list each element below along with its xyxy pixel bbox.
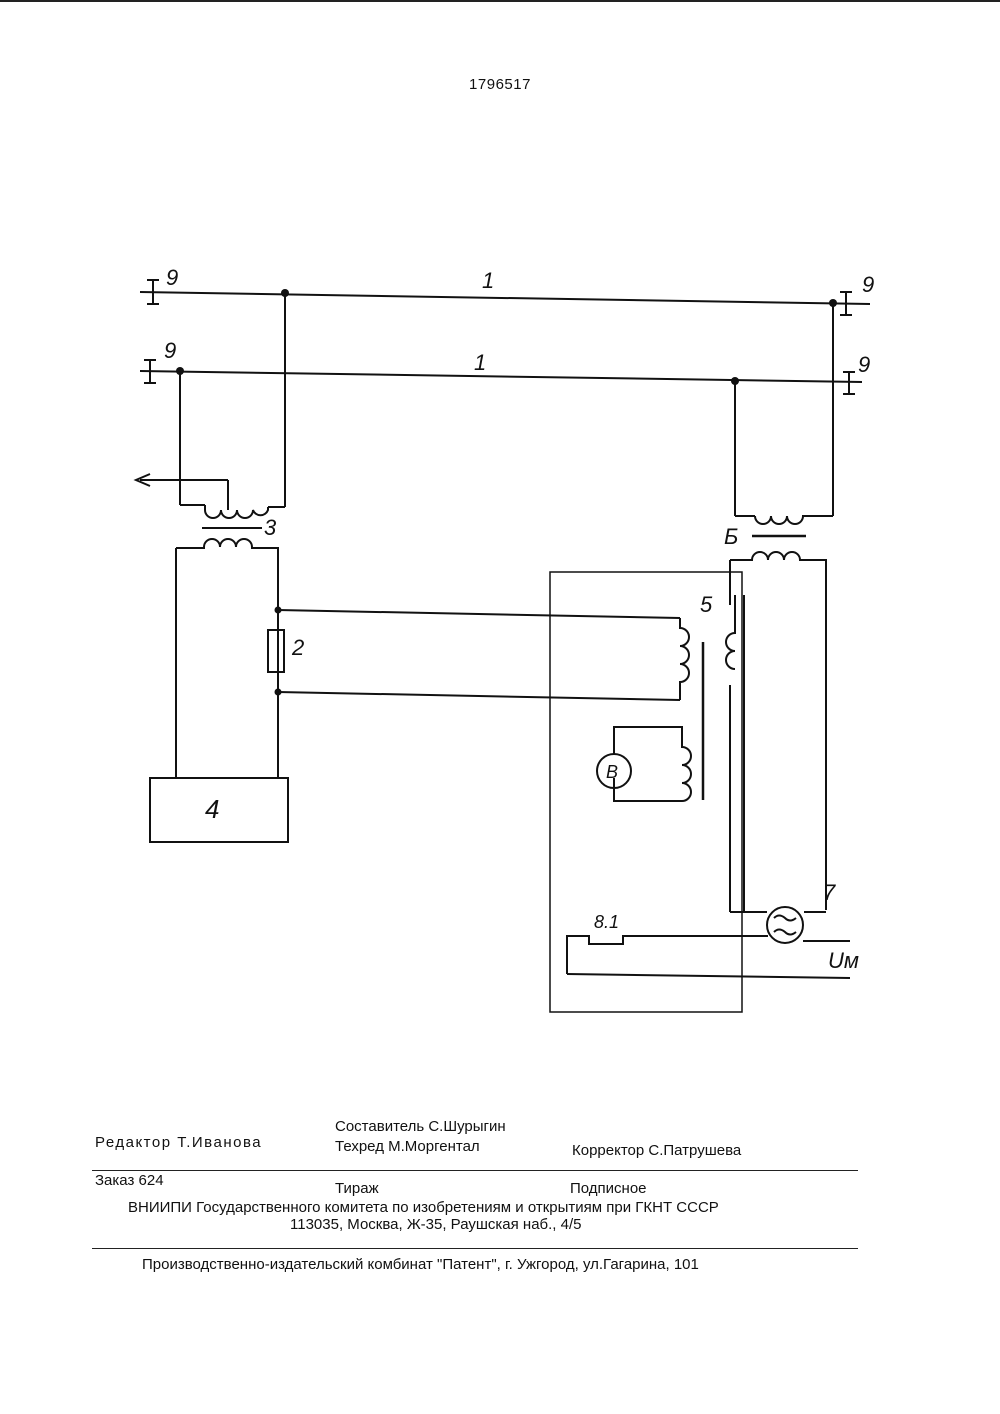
resistor-2 — [268, 630, 284, 672]
label-line-1-top: 1 — [482, 268, 494, 293]
label-voltmeter: В — [606, 762, 618, 782]
label-resistor-2: 2 — [291, 635, 304, 660]
label-bus-9-bl: 9 — [164, 338, 176, 363]
dashed-enclosure — [550, 572, 742, 1012]
power-line-top — [140, 292, 870, 304]
label-line-1-bottom: 1 — [474, 350, 486, 375]
coupler-5-primary — [680, 618, 689, 700]
transformer-3-primary — [205, 505, 268, 518]
label-bus-9-br: 9 — [858, 352, 870, 377]
generator-7 — [767, 907, 803, 943]
publisher: Производственно-издательский комбинат "П… — [142, 1256, 699, 1273]
circulation: Тираж — [335, 1180, 379, 1197]
order-number: Заказ 624 — [95, 1172, 164, 1189]
institute-address: 113035, Москва, Ж-35, Раушская наб., 4/5 — [290, 1216, 582, 1233]
subscription: Подписное — [570, 1180, 647, 1197]
label-switch-8-1: 8.1 — [594, 912, 619, 932]
imprint-rule-top — [92, 1170, 858, 1171]
tech-editor: Техред М.Моргентал — [335, 1138, 480, 1155]
compiler: Составитель С.Шурыгин — [335, 1118, 506, 1135]
label-transformer-3: 3 — [264, 515, 277, 540]
switch-8-1 — [567, 936, 768, 974]
voltmeter-circuit-wire — [614, 727, 691, 801]
power-line-bottom — [140, 371, 862, 382]
transformer-6-primary — [755, 516, 833, 524]
label-bus-9-tr: 9 — [862, 272, 874, 297]
transformer-3-secondary — [176, 539, 278, 778]
label-transformer-6: Б — [724, 524, 738, 549]
coupler-5-secondary — [726, 595, 735, 669]
label-block-4: 4 — [205, 794, 219, 824]
corrector: Корректор С.Патрушева — [572, 1142, 741, 1159]
imprint-rule-bottom — [92, 1248, 858, 1249]
circuit-diagram: 1 1 9 9 9 9 3 2 4 5 Б 7 8.1 В Uм — [0, 0, 1000, 1100]
label-generator-7: 7 — [823, 880, 836, 905]
label-voltage-um: Uм — [828, 948, 859, 973]
label-bus-9-tl: 9 — [166, 265, 178, 290]
editor: Редактор Т.Иванова — [95, 1134, 262, 1151]
label-coupler-5: 5 — [700, 592, 713, 617]
institute: ВНИИПИ Государственного комитета по изоб… — [128, 1199, 719, 1216]
